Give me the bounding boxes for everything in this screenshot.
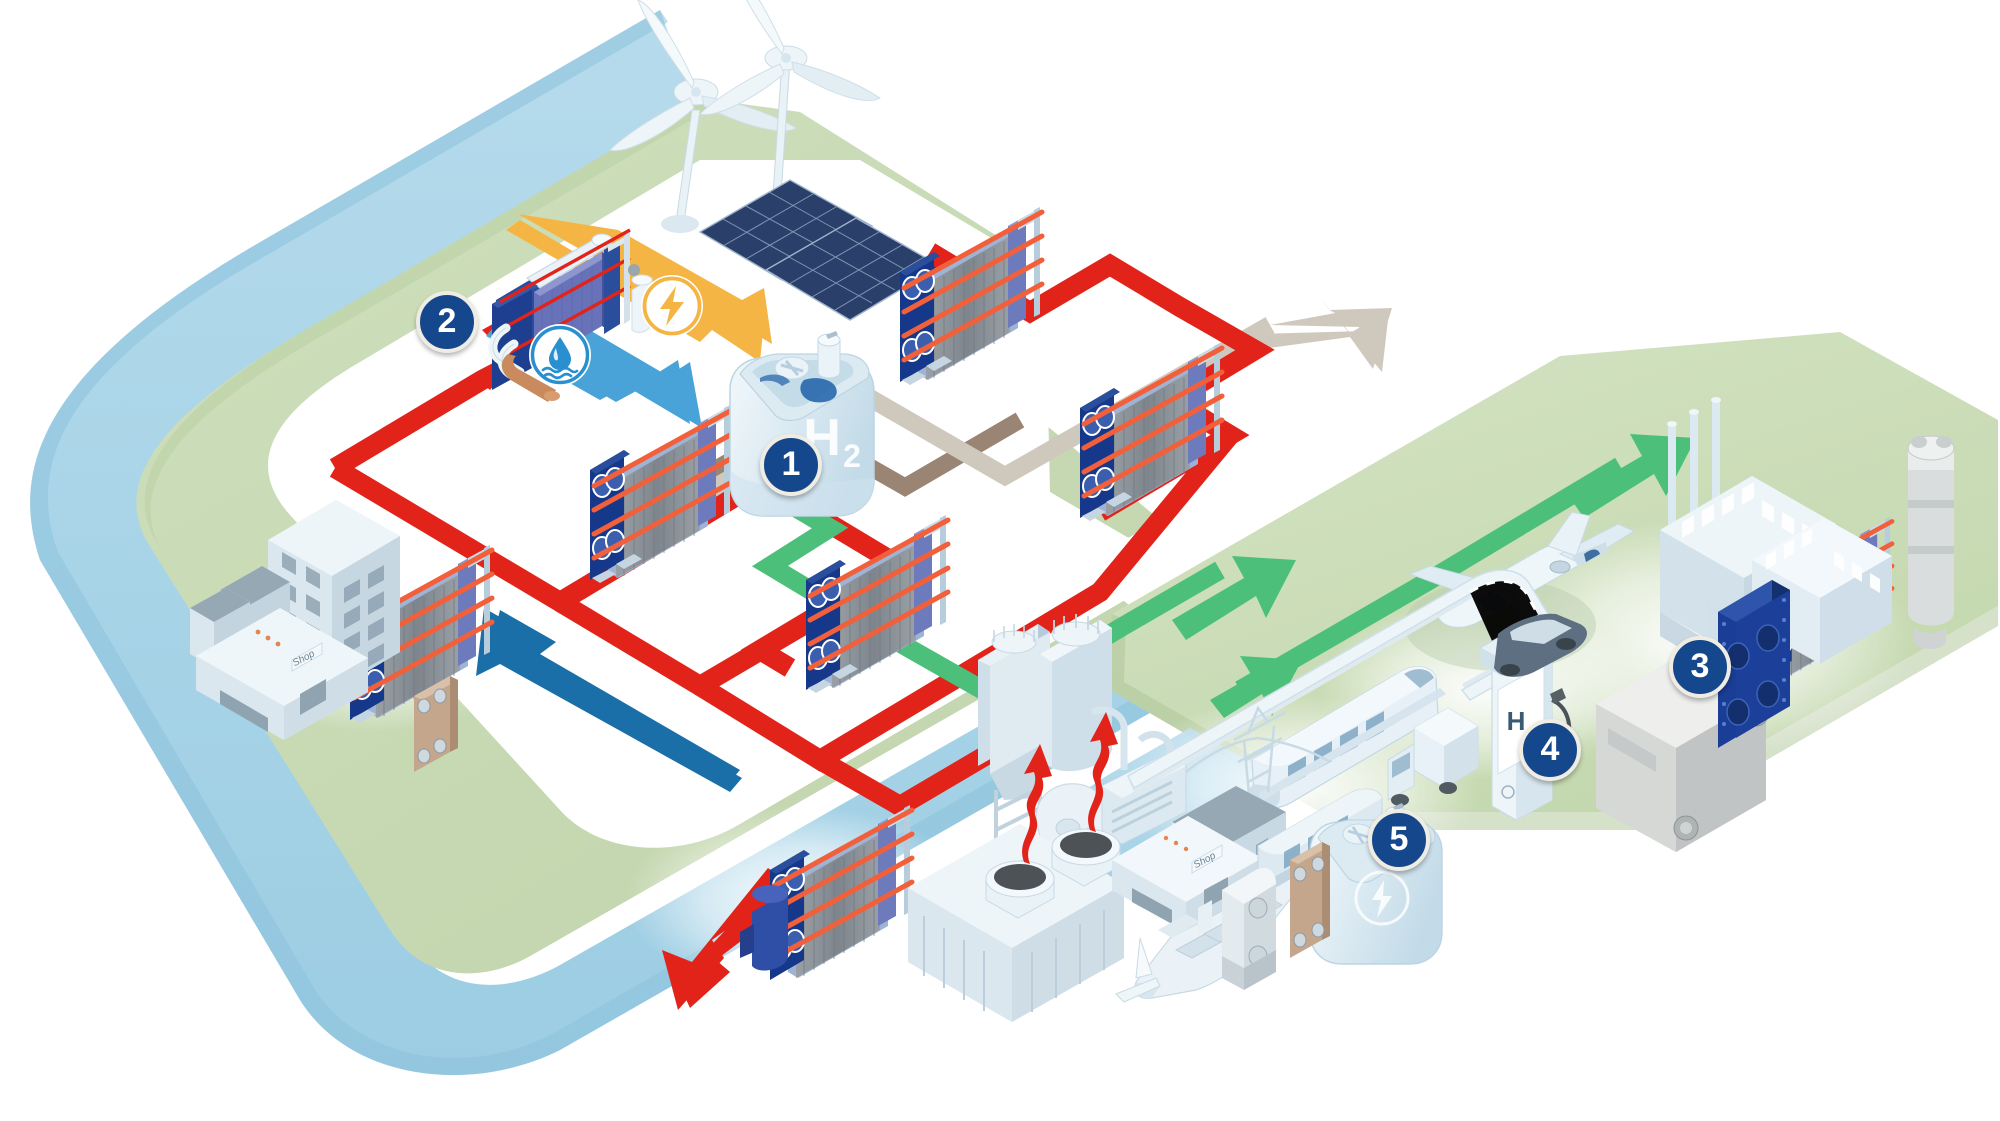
heat-wave-icon [1022,712,1118,864]
water-droplet-icon [529,324,591,386]
distillation-column [1907,435,1955,649]
step-marker-2[interactable]: 2 [416,291,478,353]
lightning-bolt-icon [641,275,703,337]
svg-text:2: 2 [843,438,861,474]
step-marker-5-number: 5 [1389,820,1409,858]
city-block: Shop [190,500,400,740]
cooling-fan [1051,827,1121,887]
storage-silo [1040,614,1128,772]
welded-block-heat-exchanger [1290,842,1330,958]
sailboat [1115,937,1161,1003]
dispenser-h2-label: H [1507,706,1526,736]
solar-panel-array [764,217,942,321]
gasketed-plate-heat-exchanger [806,515,951,693]
car [1494,613,1587,677]
truck [1387,707,1479,806]
step-marker-2-number: 2 [437,302,457,340]
centrifugal-pump [740,885,788,971]
step-marker-4[interactable]: 4 [1519,719,1581,781]
welded-block-heat-exchanger [414,676,458,772]
step-marker-3-number: 3 [1690,647,1710,685]
train [1247,666,1446,811]
step-marker-1-number: 1 [781,445,801,483]
shell-and-tube-heat-exchanger [1222,867,1276,990]
power-pylon [1185,705,1331,807]
welded-block-heat-exchanger [1718,580,1790,748]
step-marker-1[interactable]: 1 [760,434,822,496]
cooling-tower [908,712,1124,1022]
industrial-plant [1660,397,1955,748]
gasketed-plate-heat-exchanger [1080,343,1225,521]
gasketed-plate-heat-exchanger [590,405,735,583]
step-marker-5[interactable]: 5 [1368,809,1430,871]
step-marker-3[interactable]: 3 [1669,636,1731,698]
step-marker-4-number: 4 [1540,730,1560,768]
gasketed-plate-heat-exchanger [900,207,1045,385]
renewables-group [609,0,942,321]
cooling-fan [985,859,1055,919]
cold-water-arrow [476,608,742,792]
transformer-unit [1596,652,1769,852]
